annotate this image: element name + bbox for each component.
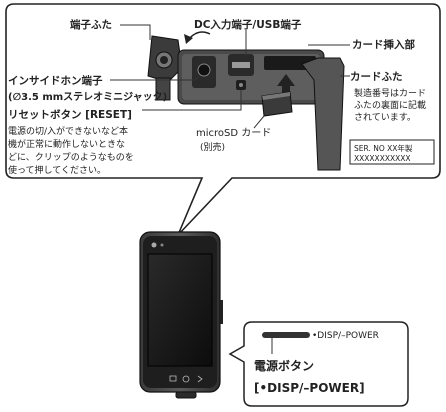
leader-microsd <box>253 115 265 129</box>
card-slot <box>264 56 316 70</box>
serial-number-value: XXXXXXXXXXX <box>354 154 411 163</box>
reset-note-line-4: 使って押してください。 <box>8 164 106 176</box>
reset-note-line-1: 電源の切/入ができないなど本 <box>8 125 128 137</box>
smartphone-illustration <box>139 231 223 399</box>
power-callout-panel <box>228 321 409 407</box>
leader-terminal-cover <box>120 24 151 40</box>
power-button-caption: •DISP/–POWER <box>312 331 379 341</box>
microsd-label: microSD カード <box>196 127 271 139</box>
side-power-button <box>220 300 223 324</box>
camera-icon <box>151 242 157 248</box>
menu-key-icon <box>169 375 177 382</box>
microsd-sublabel: (別売) <box>200 141 225 153</box>
dc-usb-label: DC入力端子/USB端子 <box>194 18 302 31</box>
device-edge-illustration <box>177 49 325 105</box>
reset-note-line-3: どに、クリップのようなものを <box>8 152 134 163</box>
power-title: 電源ボタン <box>254 358 314 373</box>
home-key-icon <box>182 375 190 383</box>
back-key-icon <box>197 375 203 383</box>
leader-reset <box>142 90 242 111</box>
card-cover-note-line-1: 製造番号はカード <box>354 87 426 99</box>
phone-screen <box>147 253 213 367</box>
phone-bottom-edge <box>175 391 197 399</box>
inside-phone-label: インサイドホン端子 <box>8 74 103 87</box>
card-cover-label: カードふた <box>350 71 403 83</box>
serial-number-box <box>349 139 435 165</box>
power-button-icon <box>262 332 310 338</box>
inside-phone-jack <box>197 63 211 77</box>
card-cover-illustration <box>301 57 345 171</box>
card-cover-note-line-2: ふたの裏面に記載 <box>354 99 426 111</box>
terminal-cover-label: 端子ふた <box>70 18 112 31</box>
card-slot-label: カード挿入部 <box>352 38 415 51</box>
power-subtitle: [•DISP/–POWER] <box>254 381 365 395</box>
sensor-icon <box>160 243 164 247</box>
inside-phone-sublabel: (∅3.5 mmステレオミニジャック) <box>8 91 167 103</box>
serial-number-label: SER. NO XX年製 <box>354 143 413 153</box>
terminal-cover-illustration <box>147 35 183 101</box>
open-arrow-head-icon <box>184 34 193 44</box>
card-cover-note-line-3: されています。 <box>354 112 416 123</box>
reset-label: リセットボタン [RESET] <box>8 108 132 121</box>
leader-inside-phone <box>110 75 199 81</box>
insert-arrow-icon <box>277 74 295 96</box>
reset-note-line-2: 機が正常に動作しないときな <box>8 138 125 150</box>
microsd-card-illustration <box>261 91 293 117</box>
